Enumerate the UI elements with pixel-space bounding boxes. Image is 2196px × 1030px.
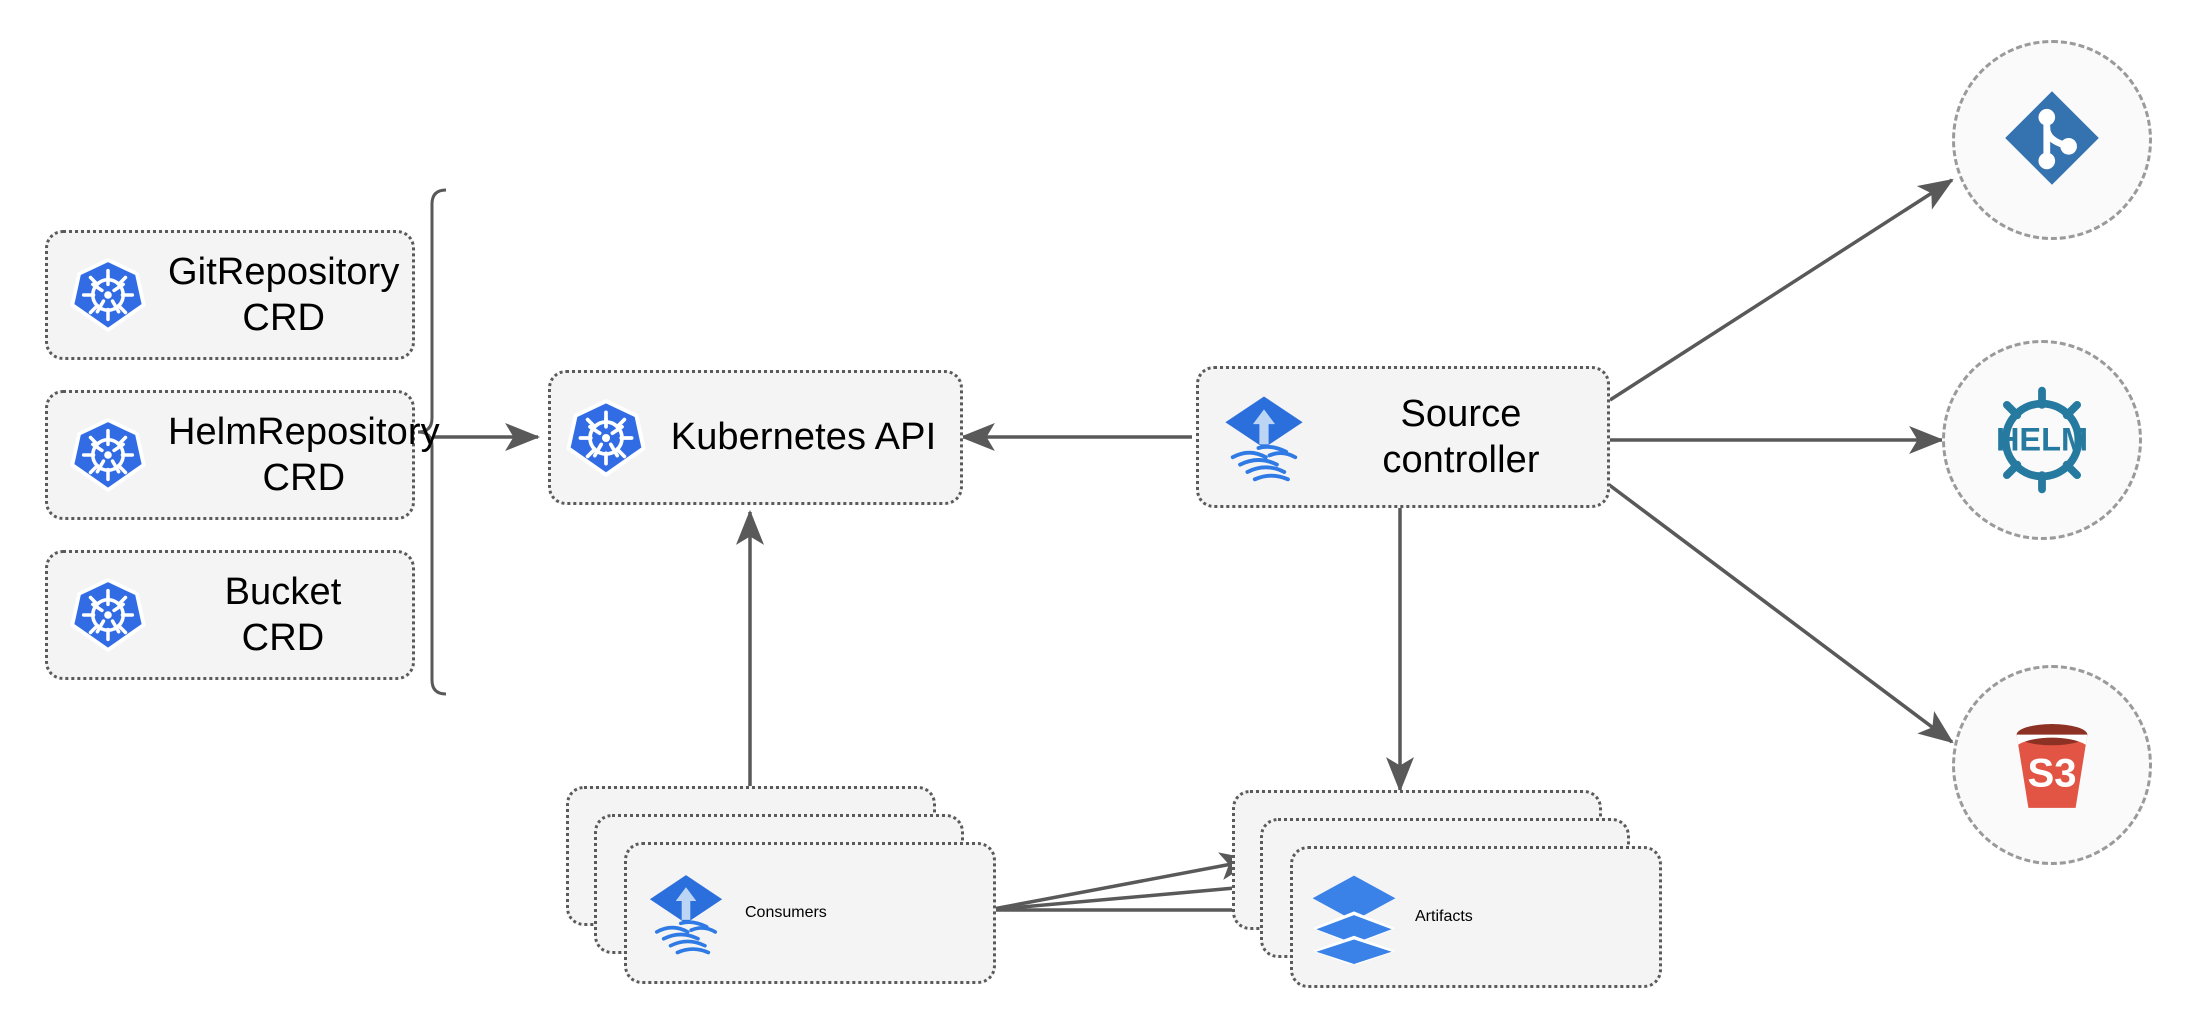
helm-icon: HELM xyxy=(1977,375,2107,505)
kubernetes-icon xyxy=(48,417,168,493)
consumers-node[interactable]: Consumers xyxy=(566,786,996,986)
layers-icon xyxy=(1293,870,1415,964)
consumers-card-front[interactable]: Consumers xyxy=(624,842,996,984)
helm-source-circle[interactable]: HELM xyxy=(1942,340,2142,540)
consumers-label: Consumers xyxy=(745,904,827,921)
artifacts-label: Artifacts xyxy=(1415,908,1473,925)
s3-source-circle[interactable]: S3 xyxy=(1952,665,2152,865)
edge-source-controller-to-s3-source xyxy=(1598,476,1954,744)
git-source-circle[interactable] xyxy=(1952,40,2152,240)
flux-icon xyxy=(1199,391,1329,483)
kubernetes-icon xyxy=(48,257,168,333)
s3-wordmark: S3 xyxy=(2027,750,2076,795)
edge-source-controller-to-git-source xyxy=(1609,178,1954,402)
artifacts-node[interactable]: Artifacts xyxy=(1232,790,1662,990)
artifacts-card-front[interactable]: Artifacts xyxy=(1290,846,1662,988)
edge-consumers-to-artifacts-back xyxy=(987,852,1256,912)
crd-label-helm-repository: HelmRepository CRD xyxy=(168,410,440,499)
crd-label-git-repository: GitRepository CRD xyxy=(168,250,400,339)
helm-wordmark: HELM xyxy=(1996,421,2088,457)
crd-box-helm-repository[interactable]: HelmRepository CRD xyxy=(45,390,440,520)
source-controller-label: Source controller xyxy=(1382,392,1540,481)
crd-label-bucket: Bucket CRD xyxy=(224,570,342,659)
git-icon xyxy=(2000,86,2104,195)
kubernetes-api-node[interactable]: Kubernetes API xyxy=(548,370,963,505)
kubernetes-icon xyxy=(48,577,168,653)
flux-icon xyxy=(627,870,745,956)
kubernetes-icon xyxy=(551,398,661,478)
s3-icon: S3 xyxy=(1993,704,2111,827)
source-controller-node[interactable]: Source controller xyxy=(1196,366,1610,508)
crd-box-bucket[interactable]: Bucket CRD xyxy=(45,550,415,680)
kubernetes-api-label: Kubernetes API xyxy=(670,416,937,459)
crd-box-git-repository[interactable]: GitRepository CRD xyxy=(45,230,415,360)
